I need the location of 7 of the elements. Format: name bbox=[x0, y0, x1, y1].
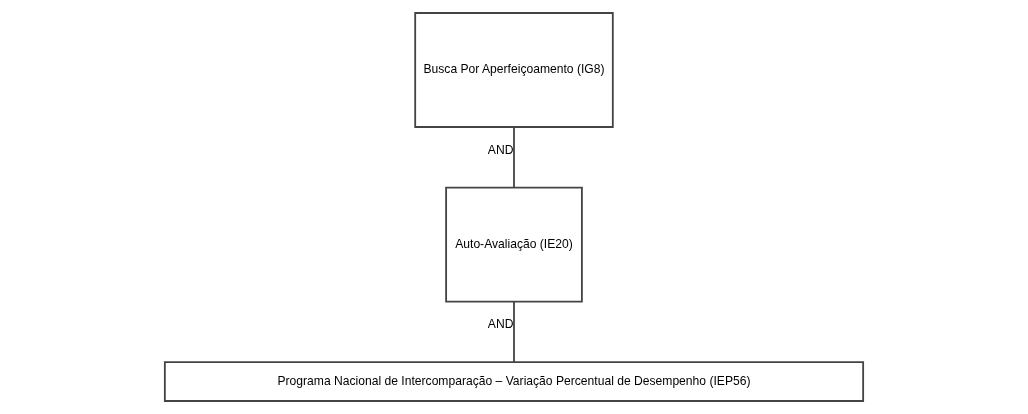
connector bbox=[513, 126, 515, 189]
node-box: Programa Nacional de Intercomparação – Variação Percentual de Desempenho (IEP56) bbox=[163, 361, 865, 402]
node-box: Auto-Avaliação (IE20) bbox=[445, 186, 583, 303]
connector bbox=[513, 300, 515, 363]
node-box: Busca Por Aperfeiçoamento (IG8) bbox=[414, 12, 614, 128]
edge-label: AND bbox=[487, 142, 514, 157]
edge-label: AND bbox=[487, 317, 514, 332]
